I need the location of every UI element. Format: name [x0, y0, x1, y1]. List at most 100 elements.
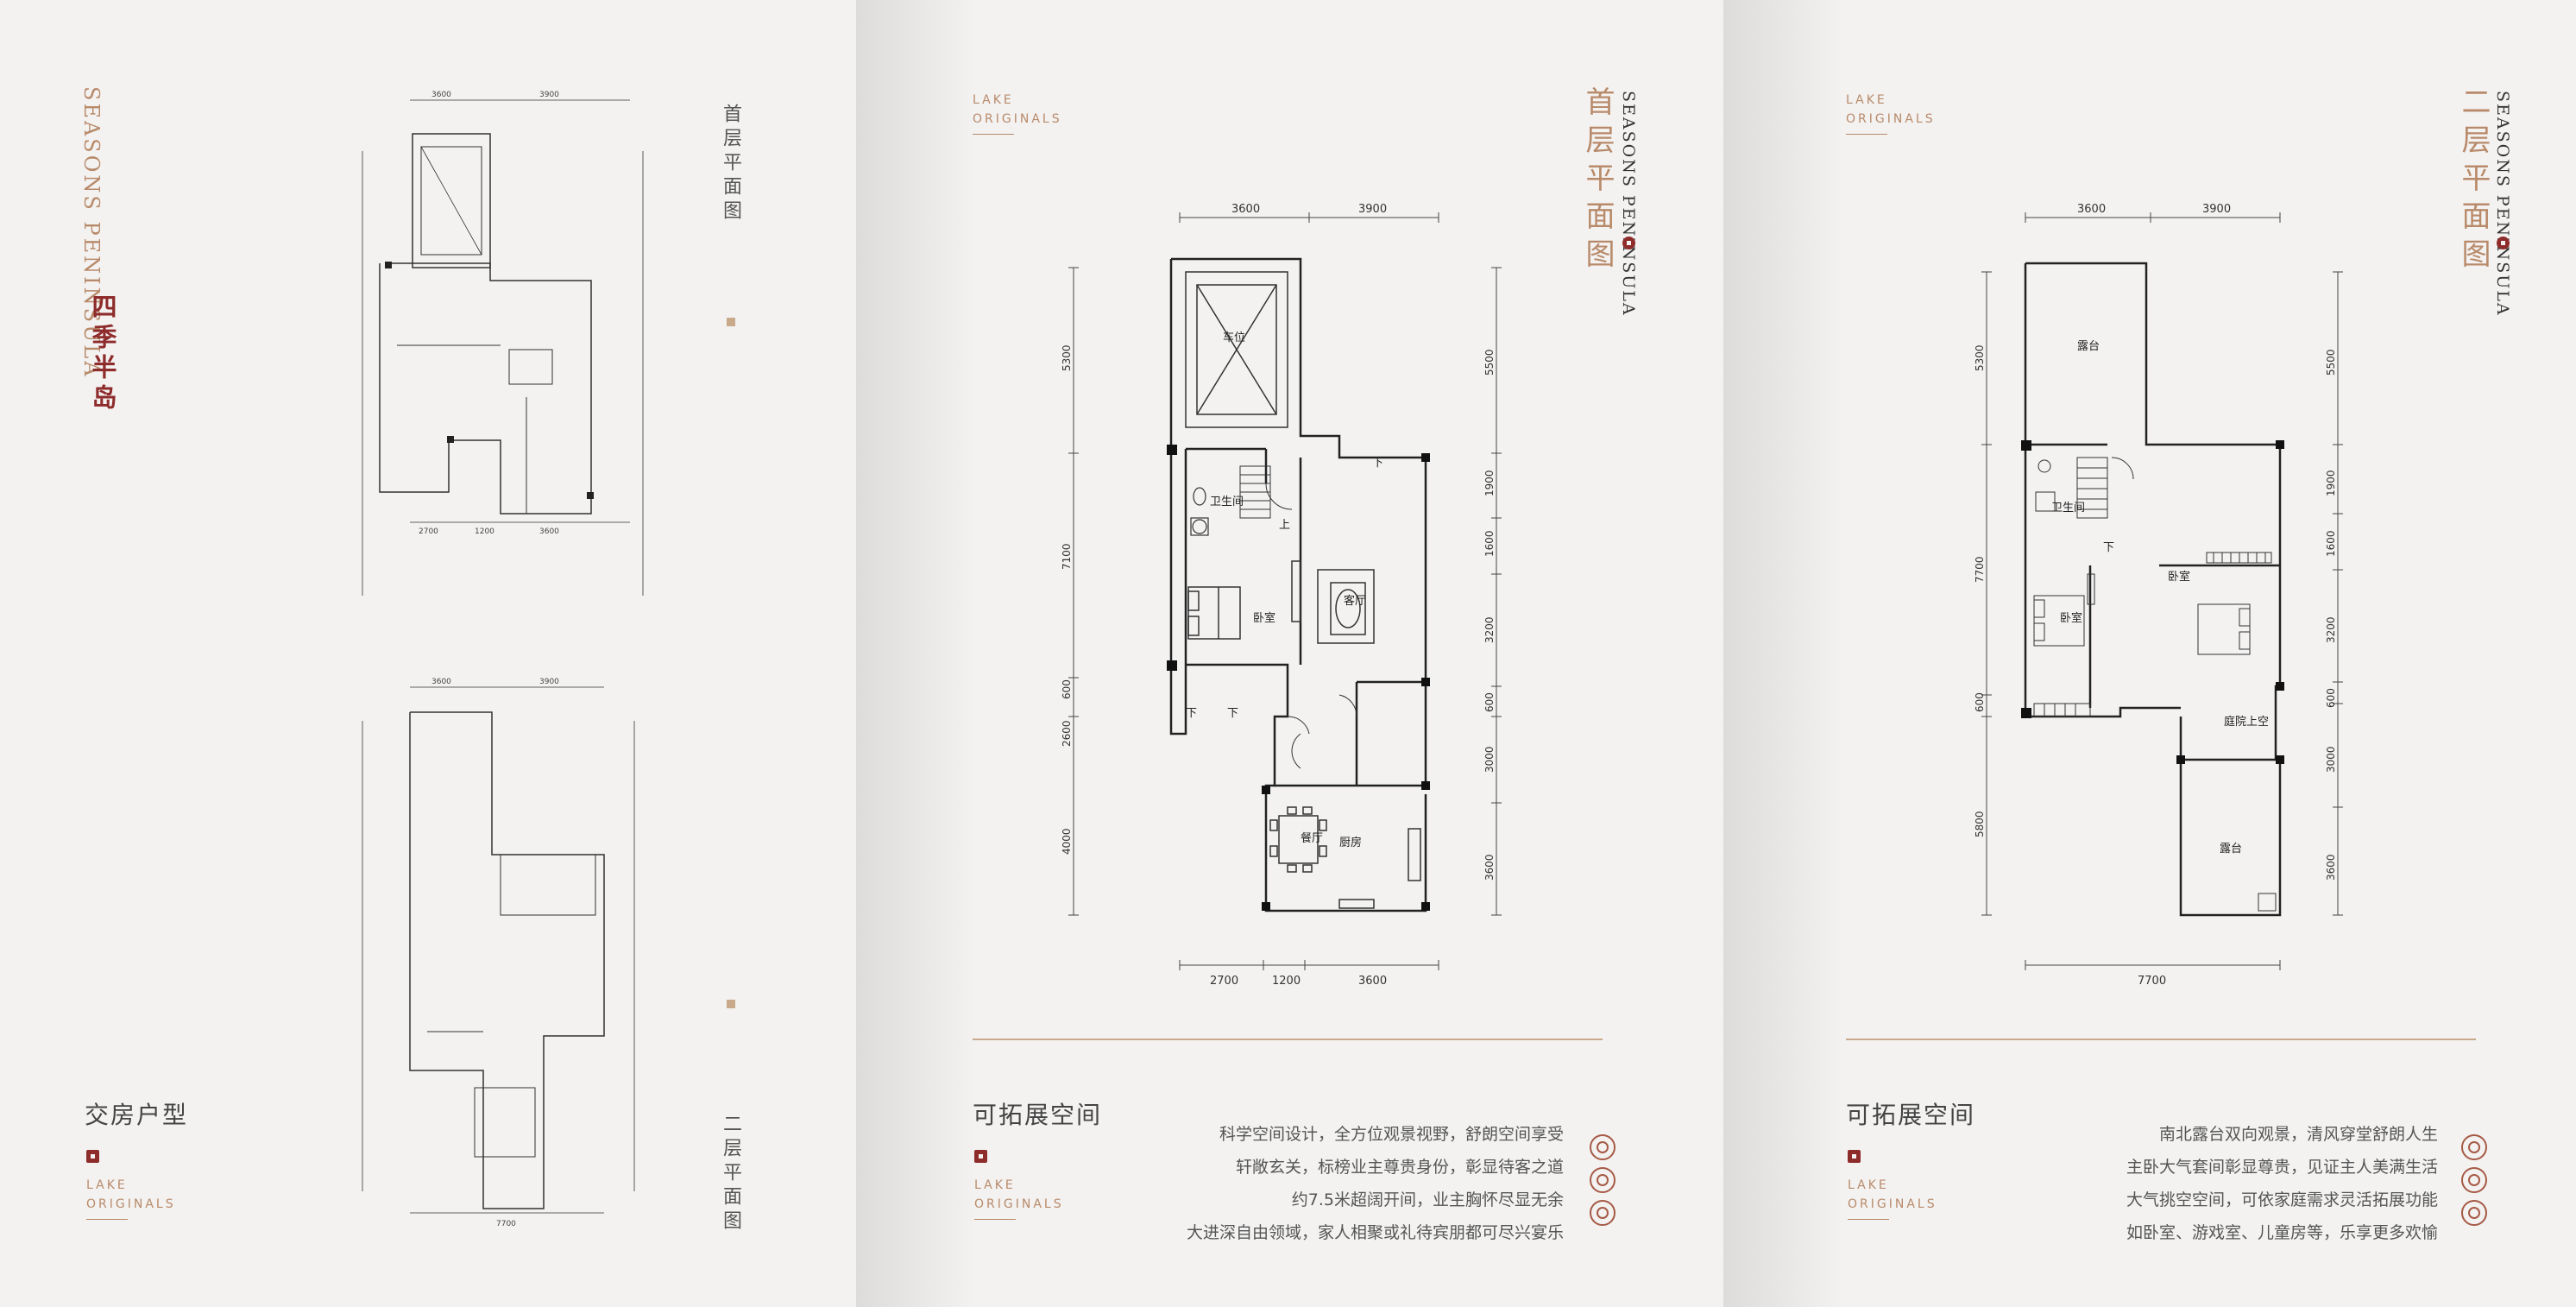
room-garage: 车位 — [1223, 331, 1245, 344]
room-bedroom-1: 卧室 — [2060, 611, 2082, 625]
lake-originals: LAKE ORIGINALS — [973, 91, 1062, 129]
dim-bottom-1: 2700 — [419, 527, 438, 536]
dim-left-4: 2600 — [1061, 720, 1073, 747]
lake-originals-bottom: LAKE ORIGINALS — [974, 1176, 1064, 1214]
dim-right-2: 1900 — [2325, 470, 2337, 496]
dim-bottom-3: 3600 — [1358, 975, 1387, 988]
room-living: 客厅 — [1344, 594, 1366, 608]
room-dining: 餐厅 — [1301, 831, 1323, 845]
dim-top-2: 3900 — [2202, 203, 2231, 216]
section-marker — [86, 1150, 99, 1163]
lake-underline — [86, 1219, 128, 1220]
desc-line-3: 约7.5米超阔开间，业主胸怀尽显无余 — [1291, 1190, 1564, 1209]
brand-en-vertical: SEASONS PENINSULA — [79, 86, 104, 379]
lake-line-2: ORIGINALS — [1848, 1197, 1937, 1211]
lake-line-2: ORIGINALS — [1846, 112, 1936, 126]
lake-underline — [1846, 134, 1887, 135]
page-first-floor: LAKE ORIGINALS 首层平面图 SEASONS PENINSULA — [856, 0, 1723, 1307]
seal-icon-3 — [2461, 1200, 2487, 1226]
small-floor-plan-2: 3600 3900 7700 — [362, 678, 635, 1228]
dim2-bottom-1: 7700 — [496, 1220, 516, 1228]
dim-top-2: 3900 — [1358, 203, 1387, 216]
desc-line-4: 大进深自由领域，家人相聚或礼待宾朋都可尽兴宴乐 — [1186, 1223, 1564, 1242]
desc-line-1: 科学空间设计，全方位观景视野，舒朗空间享受 — [1219, 1125, 1564, 1144]
room-kitchen: 厨房 — [1339, 836, 1362, 849]
label-down-1: 下 — [1372, 457, 1383, 470]
dim-right-3: 1600 — [2325, 530, 2337, 557]
room-bath: 卫生间 — [2051, 502, 2085, 515]
dim-bottom-1: 2700 — [1210, 975, 1238, 988]
dim-top-1: 3600 — [431, 91, 451, 99]
brand-cn-vertical: 四季半岛 — [88, 294, 117, 414]
seal-icon-3 — [1590, 1200, 1616, 1226]
room-bath: 卫生间 — [1210, 496, 1244, 508]
section-marker — [974, 1150, 987, 1163]
dim-right-2: 1900 — [1483, 470, 1496, 496]
dim-top-2: 3900 — [539, 91, 559, 99]
floor-plan-first: 车位 卫生间 卧室 客厅 厨房 餐厅 上 下 下 下 3600 3900 270… — [1061, 203, 1502, 988]
seal-icon-2 — [2461, 1167, 2487, 1193]
room-bedroom-2: 卧室 — [2168, 570, 2190, 584]
seal-icon-1 — [1590, 1134, 1616, 1160]
room-terrace-north: 露台 — [2077, 340, 2100, 353]
room-bedroom: 卧室 — [1253, 611, 1275, 625]
lake-line-2: ORIGINALS — [973, 112, 1062, 126]
lake-line-1: LAKE — [1848, 1178, 1889, 1192]
lake-line-2: ORIGINALS — [86, 1197, 176, 1211]
section-title: 可拓展空间 — [1846, 1101, 1976, 1129]
brand-en-vertical: SEASONS PENINSULA — [2493, 91, 2512, 317]
plan-title-vertical: 首层平面图 — [1580, 86, 1615, 276]
dim-bottom-3: 3600 — [539, 527, 559, 536]
lake-line-1: LAKE — [973, 93, 1014, 107]
plan-label-first-floor: 首层平面图 — [720, 104, 741, 224]
label-down: 下 — [2103, 541, 2114, 554]
section-marker — [1848, 1150, 1861, 1163]
dim-top-1: 3600 — [1231, 203, 1260, 216]
dim-right-4: 3200 — [2325, 616, 2337, 643]
dim-left-2: 7700 — [1974, 556, 1986, 583]
dim-bottom-2: 1200 — [475, 527, 494, 536]
dim-left-4: 5800 — [1974, 811, 1986, 837]
label-down-2: 下 — [1186, 707, 1197, 720]
plan-title-vertical: 二层平面图 — [2456, 86, 2491, 276]
dim-right-3: 1600 — [1483, 530, 1496, 557]
dim-right-5: 600 — [2325, 688, 2337, 708]
dim-left-1: 5300 — [1974, 344, 1986, 371]
desc-line-4: 如卧室、游戏室、儿童房等，乐享更多欢愉 — [2126, 1223, 2438, 1242]
desc-line-3: 大气挑空空间，可依家庭需求灵活拓展功能 — [2126, 1190, 2438, 1209]
divider — [1846, 1039, 2476, 1040]
lake-underline-bottom — [1848, 1219, 1889, 1220]
dim-right-6: 3000 — [2325, 746, 2337, 773]
description-block: 科学空间设计，全方位观景视野，舒朗空间享受 轩敞玄关，标榜业主尊贵身份，彰显待客… — [1080, 1118, 1564, 1256]
dim-right-6: 3000 — [1483, 746, 1496, 773]
brand-seal — [2497, 237, 2510, 249]
dim-left-5: 4000 — [1061, 828, 1073, 855]
dim2-top-1: 3600 — [431, 678, 451, 686]
plan-label-second-floor: 二层平面图 — [720, 1114, 741, 1234]
lake-originals: LAKE ORIGINALS — [86, 1176, 176, 1214]
brand-seal — [1622, 237, 1635, 249]
dim-right-7: 3600 — [1483, 854, 1496, 881]
section-title: 交房户型 — [85, 1101, 189, 1129]
brand-en-vertical: SEASONS PENINSULA — [1619, 91, 1638, 317]
seal-icon-2 — [1590, 1167, 1616, 1193]
label-accent-top — [727, 318, 735, 326]
dim-right-1: 5500 — [2325, 349, 2337, 376]
dim-bottom-1: 7700 — [2138, 975, 2166, 988]
lake-line-2: ORIGINALS — [974, 1197, 1064, 1211]
room-courtyard-void: 庭院上空 — [2224, 715, 2269, 729]
lake-underline-bottom — [974, 1219, 1016, 1220]
page-left: SEASONS PENINSULA 四季半岛 首层平面图 二层平面图 3600 … — [0, 0, 856, 1307]
dim-left-3: 600 — [1974, 692, 1986, 712]
dim-bottom-2: 1200 — [1272, 975, 1301, 988]
desc-line-2: 轩敞玄关，标榜业主尊贵身份，彰显待客之道 — [1235, 1158, 1564, 1177]
label-down-3: 下 — [1227, 707, 1238, 720]
lake-line-1: LAKE — [86, 1178, 128, 1192]
lake-underline — [973, 134, 1014, 135]
lake-originals-bottom: LAKE ORIGINALS — [1848, 1176, 1937, 1214]
divider — [973, 1039, 1603, 1040]
lake-originals: LAKE ORIGINALS — [1846, 91, 1936, 129]
floor-plan-second: 露台 卫生间 卧室 卧室 庭院上空 露台 下 3600 3900 7700 53… — [1974, 203, 2343, 988]
desc-line-1: 南北露台双向观景，清风穿堂舒朗人生 — [2158, 1125, 2438, 1144]
small-floor-plan-1: 3600 3900 2700 1200 3600 — [362, 91, 644, 596]
